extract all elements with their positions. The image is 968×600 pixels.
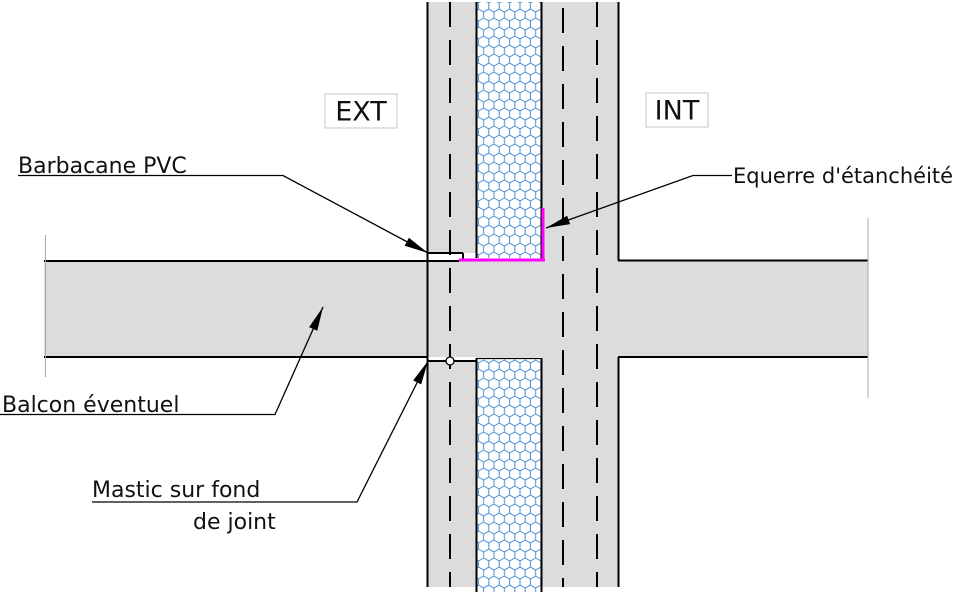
callout-balcon-text: Balcon éventuel <box>2 393 179 418</box>
callout-mastic-leader <box>92 360 429 503</box>
barbacane-slot <box>428 253 463 261</box>
zone-label-ext: EXT <box>324 93 398 129</box>
arrowhead-balcon <box>309 307 323 331</box>
arrowhead-mastic <box>413 361 428 385</box>
wall-inner-leaf <box>542 2 618 587</box>
zone-label-int: INT <box>645 92 709 128</box>
arrowhead-barbacane <box>404 237 428 253</box>
wall-outer-leaf-upper <box>427 2 476 253</box>
callout-equerre-text: Equerre d'étanchéité <box>733 164 953 188</box>
callout-balcon-leader <box>0 306 324 416</box>
insulation-upper <box>476 2 542 258</box>
waterproof-angle <box>459 208 545 262</box>
wall-outer-leaf-lower <box>427 361 476 587</box>
callout-barbacane-leader <box>18 174 429 254</box>
callout-equerre-leader <box>545 174 732 229</box>
insulation-lower <box>476 358 542 592</box>
slab-band <box>44 261 868 357</box>
mastic-joint-circle <box>445 356 455 366</box>
callout-mastic-text-line1: Mastic sur fond <box>92 478 260 503</box>
callout-mastic-text-line2: de joint <box>193 510 276 535</box>
callout-barbacane-text: Barbacane PVC <box>18 154 187 179</box>
int-label-text: INT <box>655 96 700 127</box>
ext-label-text: EXT <box>335 97 387 128</box>
arrowhead-equerre <box>546 215 571 228</box>
